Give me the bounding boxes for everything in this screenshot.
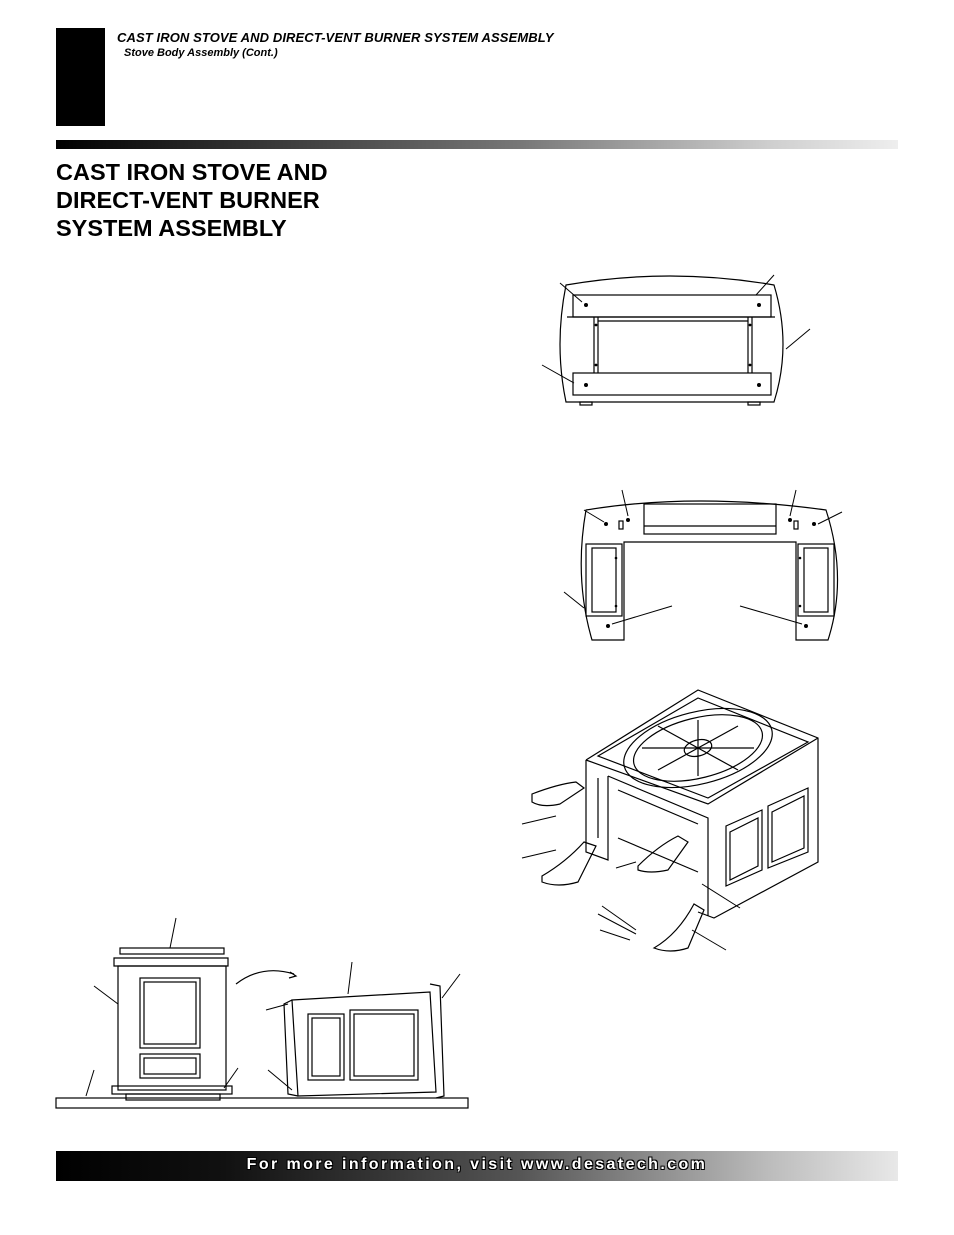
section-title-line-1: CAST IRON STOVE AND — [56, 159, 328, 185]
running-header-title: CAST IRON STOVE AND DIRECT-VENT BURNER S… — [117, 30, 554, 45]
footer-info-text: For more information, visit www.desatech… — [246, 1156, 708, 1173]
section-title-line-2: DIRECT-VENT BURNER — [56, 187, 320, 213]
section-tab-marker — [56, 28, 105, 126]
footer-bar: For more information, visit www.desatech… — [56, 1151, 898, 1181]
figure-base-brackets — [563, 489, 843, 641]
figure-top-rails — [541, 274, 811, 406]
header-rule-bar — [56, 140, 898, 149]
figure-stove-tipped — [55, 917, 469, 1109]
section-title: CAST IRON STOVE AND DIRECT-VENT BURNER S… — [56, 158, 456, 242]
running-header-subtitle: Stove Body Assembly (Cont.) — [124, 47, 278, 59]
section-title-line-3: SYSTEM ASSEMBLY — [56, 215, 287, 241]
figure-stove-legs — [521, 689, 819, 952]
